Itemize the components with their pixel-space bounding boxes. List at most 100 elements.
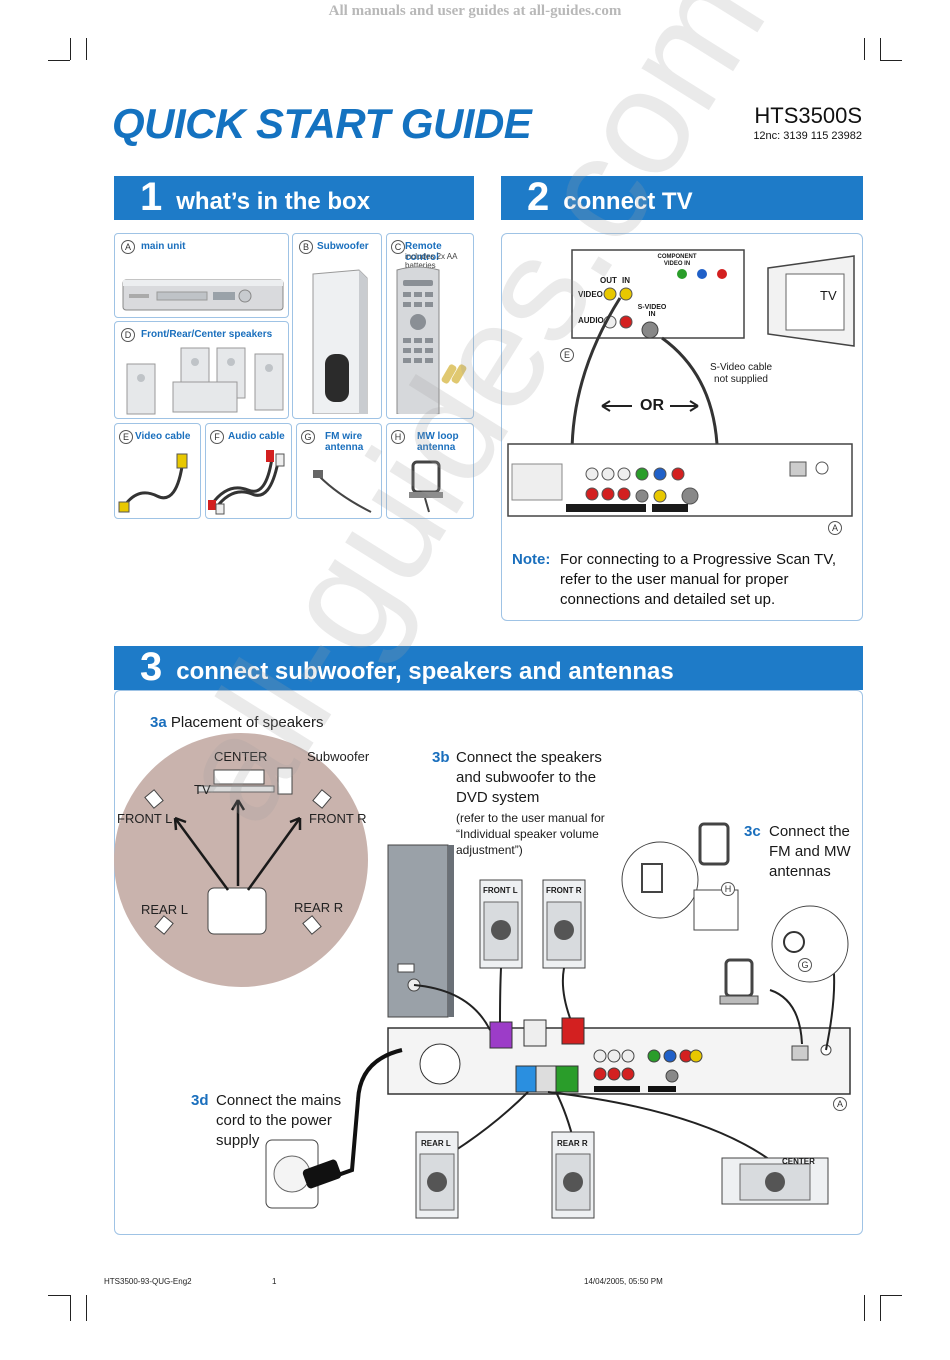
- step-3c: 3c Connect the FM and MW antennas: [744, 822, 860, 882]
- component-label: COMPONENT VIDEO IN: [657, 254, 697, 267]
- in-label: IN: [622, 276, 630, 285]
- crop-mark: [70, 38, 71, 60]
- step-3a: 3a Placement of speakers: [150, 713, 323, 733]
- part-number: 12nc: 3139 115 23982: [753, 130, 862, 142]
- item-label: Audio cable: [228, 431, 285, 442]
- crop-mark: [880, 60, 902, 61]
- section-number: 2: [527, 175, 550, 219]
- footer-date: 14/04/2005, 05:50 PM: [584, 1277, 663, 1286]
- tag-front-l: FRONT L: [483, 886, 518, 895]
- note-block: Note: For connecting to a Progressive Sc…: [512, 550, 852, 610]
- placement-center: CENTER: [214, 749, 268, 764]
- antenna-badge-g: G: [798, 958, 812, 972]
- placement-front-r: FRONT R: [309, 811, 367, 826]
- crop-mark: [48, 1295, 70, 1296]
- connect-tv-diagram: [507, 249, 855, 517]
- section-title: connect TV: [563, 188, 693, 215]
- item-label: main unit: [141, 241, 186, 252]
- item-label: Front/Rear/Center speakers: [141, 329, 273, 340]
- box-item-video-cable: E Video cable: [114, 423, 201, 519]
- placement-rear-r: REAR R: [294, 900, 344, 915]
- item-label: FM wire antenna: [325, 431, 364, 453]
- section-title: connect subwoofer, speakers and antennas: [176, 658, 674, 685]
- tag-rear-r: REAR R: [557, 1139, 588, 1148]
- item-label: Video cable: [135, 431, 191, 442]
- connect-tv-panel: TV COMPONENT VIDEO IN OUT IN VIDEO AUDIO…: [501, 233, 863, 621]
- out-label: OUT: [600, 276, 617, 285]
- audio-cable-image: [208, 450, 285, 515]
- item-badge: G: [301, 430, 315, 444]
- box-item-remote: C Remote control includes 2x AA batterie…: [386, 233, 474, 419]
- crop-mark: [86, 38, 87, 60]
- crop-mark: [880, 38, 881, 60]
- antenna-badge-h: H: [721, 882, 735, 896]
- section-3-header: 3 connect subwoofer, speakers and antenn…: [114, 646, 863, 690]
- crop-mark: [880, 1295, 902, 1296]
- tag-rear-l: REAR L: [421, 1139, 451, 1148]
- subwoofer-image: [312, 269, 368, 414]
- placement-subwoofer: Subwoofer: [307, 749, 370, 764]
- note-label: Note:: [512, 551, 551, 568]
- remote-image: [396, 266, 467, 414]
- footer-file: HTS3500-93-QUG-Eng2: [104, 1277, 192, 1286]
- item-badge: C: [391, 240, 405, 254]
- fm-antenna-image: [313, 470, 372, 513]
- section-number: 3: [140, 645, 163, 689]
- box-item-main-unit: A main unit: [114, 233, 289, 318]
- box-item-subwoofer: B Subwoofer: [292, 233, 382, 419]
- section-title: what’s in the box: [176, 188, 371, 215]
- tag-center: CENTER: [782, 1157, 815, 1166]
- item-label: Remote control: [405, 241, 442, 263]
- section-1-header: 1 what’s in the box: [114, 176, 474, 220]
- item-badge: D: [121, 328, 135, 342]
- unit-badge-a: A: [828, 521, 842, 535]
- step-text: Connect the speakers and subwoofer to th…: [456, 749, 602, 806]
- main-unit-image: [122, 279, 284, 311]
- svideo-cable-label: S-Video cable not supplied: [709, 362, 773, 385]
- crop-mark: [864, 38, 865, 60]
- step-text: Connect the FM and MW antennas: [769, 823, 851, 880]
- page-title: QUICK START GUIDE: [112, 100, 532, 147]
- tv-label: TV: [820, 288, 837, 303]
- item-badge: B: [299, 240, 313, 254]
- item-label: Subwoofer: [317, 241, 369, 252]
- tag-front-r: FRONT R: [546, 886, 582, 895]
- site-banner: All manuals and user guides at all-guide…: [328, 3, 622, 19]
- mw-antenna-image: [409, 460, 443, 513]
- step-text: Placement of speakers: [170, 714, 324, 731]
- crop-mark: [864, 1295, 865, 1321]
- speakers-image: [126, 347, 284, 415]
- box-item-mw-antenna: H MW loop antenna: [386, 423, 474, 519]
- step-3b: 3b Connect the speakers and subwoofer to…: [432, 748, 612, 858]
- box-item-speakers: D Front/Rear/Center speakers: [114, 321, 289, 419]
- item-sub: includes 2x AA batteries: [405, 252, 458, 270]
- cable-badge-e: E: [560, 348, 574, 362]
- model-number: HTS3500S: [754, 103, 862, 128]
- video-cable-image: [118, 453, 188, 513]
- audio-label: AUDIO: [578, 316, 604, 325]
- step-text: Connect the mains cord to the power supp…: [216, 1092, 342, 1149]
- placement-rear-l: REAR L: [141, 902, 188, 917]
- item-badge: F: [210, 430, 224, 444]
- or-label: OR: [640, 397, 664, 414]
- crop-mark: [48, 60, 70, 61]
- step-number: 3b: [432, 749, 450, 766]
- crop-mark: [70, 1295, 71, 1321]
- note-text: For connecting to a Progressive Scan TV,…: [560, 551, 836, 608]
- step-3d: 3d Connect the mains cord to the power s…: [191, 1091, 351, 1151]
- item-badge: E: [119, 430, 133, 444]
- step-note: (refer to the user manual for “Individua…: [456, 811, 605, 857]
- crop-mark: [880, 1295, 881, 1321]
- unit-badge-a: A: [833, 1097, 847, 1111]
- item-label: MW loop antenna: [417, 431, 459, 453]
- step-number: 3a: [150, 714, 167, 731]
- placement-front-l: FRONT L: [117, 811, 173, 826]
- step-number: 3d: [191, 1092, 209, 1109]
- item-badge: A: [121, 240, 135, 254]
- placement-tv: TV: [194, 782, 211, 797]
- box-item-fm-antenna: G FM wire antenna: [296, 423, 382, 519]
- section-2-header: 2 connect TV: [501, 176, 863, 220]
- video-label: VIDEO: [578, 290, 603, 299]
- box-item-audio-cable: F Audio cable: [205, 423, 292, 519]
